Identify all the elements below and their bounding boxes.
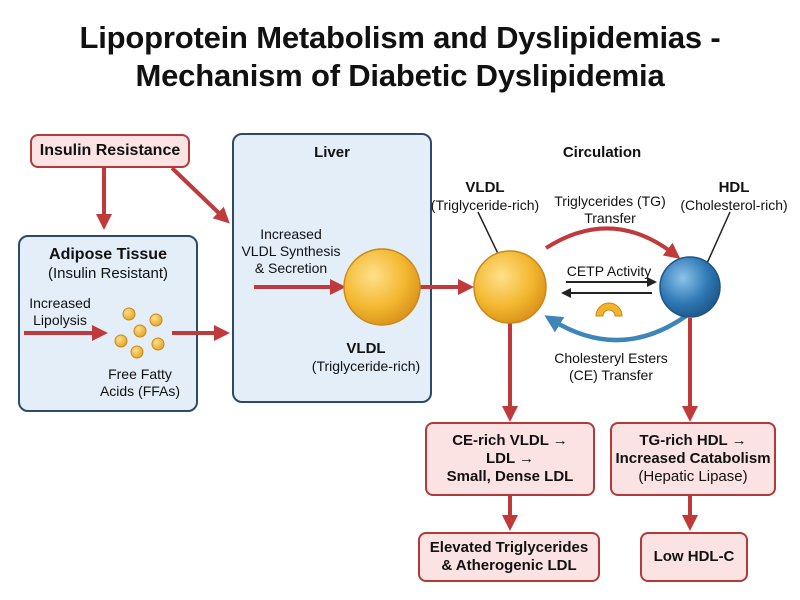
elevated-line-1: Elevated Triglycerides (429, 539, 589, 556)
arrow-ce-transfer (544, 314, 688, 343)
ce-transfer-line-2: (CE) Transfer (568, 367, 653, 383)
title-line-2: Mechanism of Diabetic Dyslipidemia (135, 58, 665, 93)
pointer-line-hdl (703, 211, 731, 271)
arrow-insulin-to-liver (170, 166, 230, 224)
circulation-vldl-label: VLDL (465, 179, 505, 196)
adipose-subtitle: (Insulin Resistant) (47, 265, 169, 282)
hdl-label: HDL (718, 179, 750, 196)
ffa-droplet-3 (133, 324, 147, 338)
insulin-resistance-label: Insulin Resistance (39, 142, 181, 159)
hdl-sublabel: (Cholesterol-rich) (680, 197, 788, 213)
tg-rich-line-2: Increased Catabolism (615, 450, 771, 467)
lipolysis-line-1: Increased (29, 295, 91, 311)
tg-transfer-line-2: Transfer (584, 210, 636, 226)
adipose-tissue-panel (18, 235, 198, 412)
ffa-droplet-4 (114, 334, 128, 348)
ffa-droplet-1 (122, 307, 136, 321)
ce-transfer-line-1: Cholesteryl Esters (554, 350, 668, 366)
hdl-particle (659, 256, 721, 318)
elevated-triglycerides-box: Elevated Triglycerides & Atherogenic LDL (418, 532, 600, 582)
low-hdl-c-box: Low HDL-C (640, 532, 748, 582)
cetp-enzyme-icon (595, 302, 623, 317)
ce-rich-line-2: LDL → (485, 450, 535, 467)
cetp-activity-label: CETP Activity (566, 263, 652, 279)
adipose-title: Adipose Tissue (49, 246, 167, 263)
synthesis-line-3: & Secretion (254, 260, 328, 276)
arrow-tg-transfer (544, 226, 681, 259)
ffa-droplet-2 (149, 313, 163, 327)
tg-rich-hdl-box: TG-rich HDL → Increased Catabolism (Hepa… (610, 422, 776, 496)
ce-rich-line-1: CE-rich VLDL → (452, 432, 568, 449)
ffa-droplet-6 (130, 345, 144, 359)
ffa-line-2: Acids (FFAs) (99, 383, 181, 399)
circulation-vldl-sublabel: (Triglyceride-rich) (430, 197, 540, 213)
liver-vldl-label: VLDL (346, 340, 386, 357)
liver-title: Liver (314, 144, 350, 161)
ffa-line-1: Free Fatty (108, 366, 172, 382)
tg-rich-line-3: (Hepatic Lipase) (638, 468, 748, 485)
liver-vldl-sublabel: (Triglyceride-rich) (311, 358, 421, 374)
ffa-droplet-5 (151, 337, 165, 351)
synthesis-line-2: VLDL Synthesis (241, 243, 341, 259)
lipolysis-line-2: Lipolysis (33, 312, 87, 328)
elevated-line-2: & Atherogenic LDL (441, 557, 577, 574)
low-hdl-c-label: Low HDL-C (653, 548, 735, 565)
insulin-resistance-box: Insulin Resistance (30, 134, 190, 168)
ce-rich-line-3: Small, Dense LDL (446, 468, 574, 485)
circulation-vldl-particle (473, 250, 547, 324)
circulation-title: Circulation (562, 144, 642, 161)
tg-rich-line-1: TG-rich HDL → (639, 432, 747, 449)
title-line-1: Lipoprotein Metabolism and Dyslipidemias… (79, 20, 721, 55)
ce-rich-vldl-box: CE-rich VLDL → LDL → Small, Dense LDL (425, 422, 595, 496)
synthesis-line-1: Increased (260, 226, 322, 242)
tg-transfer-line-1: Triglycerides (TG) (554, 193, 666, 209)
liver-vldl-particle (343, 248, 421, 326)
